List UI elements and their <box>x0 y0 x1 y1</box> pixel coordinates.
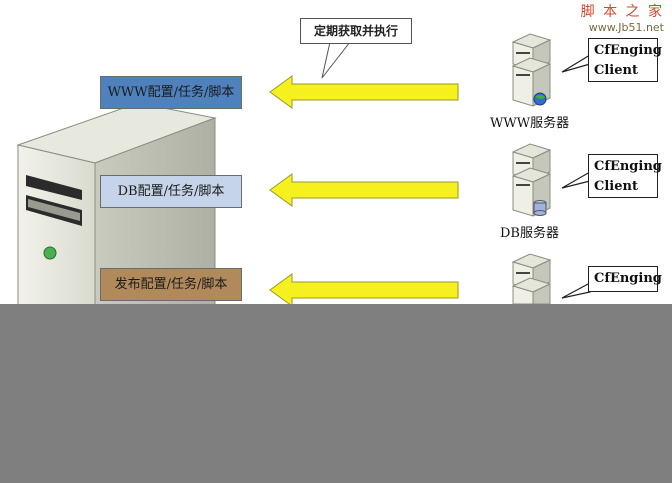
cf-callout-www-line1: CfEnging <box>594 43 662 58</box>
cf-callout-db-line1: CfEnging <box>594 159 662 174</box>
cf-callout-db-line2: Client <box>594 179 638 194</box>
config-box-db: DB配置/任务/脚本 <box>100 175 242 208</box>
db-server-icon <box>511 143 552 217</box>
arrow-2 <box>269 173 459 207</box>
cf-callout-www-line2: Client <box>594 63 638 78</box>
publish-server-icon <box>511 253 552 305</box>
watermark-title: 脚 本 之 家 <box>580 4 664 20</box>
top-callout-tail <box>321 41 352 79</box>
cf-callout-tail-2 <box>561 170 591 189</box>
cf-callout-tail-1 <box>561 53 591 73</box>
www-server-icon <box>511 33 552 107</box>
watermark: 脚 本 之 家 www.Jb51.net <box>581 4 664 34</box>
watermark-url: www.Jb51.net <box>588 20 664 34</box>
arrow-1 <box>269 75 459 109</box>
cf-callout-tail-3 <box>561 281 591 299</box>
config-box-db-label: DB配置/任务/脚本 <box>117 184 225 199</box>
config-box-publish-label: 发布配置/任务/脚本 <box>114 277 228 292</box>
top-callout-text: 定期获取并执行 <box>313 24 398 38</box>
db-server-label: DB服务器 <box>500 226 559 241</box>
cf-callout-db: CfEnging Client <box>588 154 662 198</box>
cf-callout-publish: CfEnging <box>588 266 662 292</box>
top-callout: 定期获取并执行 <box>300 18 412 44</box>
cf-callout-www: CfEnging Client <box>588 38 662 82</box>
arrow-3 <box>269 273 459 307</box>
www-server-label: WWW服务器 <box>490 116 570 131</box>
cf-callout-publish-line1: CfEnging <box>594 271 662 286</box>
config-box-publish: 发布配置/任务/脚本 <box>100 268 242 301</box>
gray-overlay-band <box>0 304 672 483</box>
config-box-www-label: WWW配置/任务/脚本 <box>107 85 235 100</box>
config-box-www: WWW配置/任务/脚本 <box>100 76 242 109</box>
